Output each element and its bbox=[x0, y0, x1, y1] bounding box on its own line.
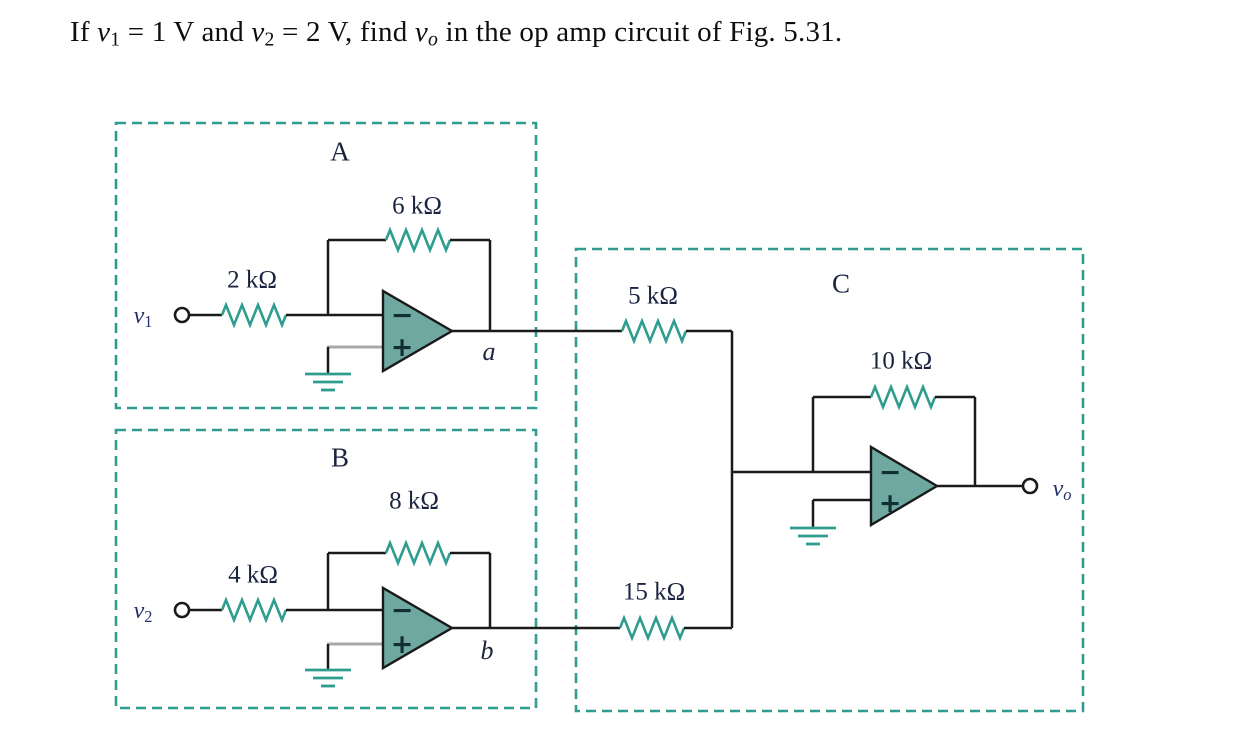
resistor-r5-label: 5 kΩ bbox=[628, 282, 678, 310]
block-c-label: C bbox=[831, 268, 851, 299]
block-a-label: A bbox=[330, 136, 350, 167]
ground-c-icon bbox=[790, 526, 836, 546]
v2-label: v2 bbox=[133, 597, 153, 626]
block-b-label: B bbox=[330, 442, 350, 473]
ground-a-icon bbox=[305, 372, 351, 392]
resistor-rin-b bbox=[220, 596, 288, 624]
block-a-circuit: − + bbox=[173, 226, 622, 392]
terminal-v2 bbox=[173, 601, 191, 619]
v1-label: v1 bbox=[133, 302, 153, 331]
problem-statement: If v1 = 1 V and v2 = 2 V, find vo in the… bbox=[70, 16, 843, 51]
resistor-rfb-c bbox=[869, 383, 937, 411]
resistor-rin-b-label: 4 kΩ bbox=[228, 561, 278, 589]
block-c-outline bbox=[574, 247, 1085, 713]
node-b-label: b bbox=[480, 636, 494, 665]
plus-input-icon: + bbox=[879, 488, 902, 519]
opamp-a bbox=[381, 288, 455, 374]
resistor-rfb-a bbox=[384, 226, 452, 254]
ground-b-icon bbox=[305, 668, 351, 688]
block-b-outline bbox=[114, 428, 538, 710]
resistor-rfb-b-label: 8 kΩ bbox=[389, 487, 439, 515]
block-c-circuit: − + bbox=[618, 317, 1039, 642]
minus-input-icon: − bbox=[879, 457, 902, 488]
resistor-rfb-c-label: 10 kΩ bbox=[869, 347, 933, 375]
resistor-rfb-b bbox=[384, 539, 452, 567]
terminal-v1 bbox=[173, 306, 191, 324]
opamp-b bbox=[381, 585, 455, 671]
resistor-r5 bbox=[620, 317, 688, 345]
resistor-rin-a-label: 2 kΩ bbox=[227, 266, 277, 294]
resistor-rfb-a-label: 6 kΩ bbox=[392, 192, 442, 220]
plus-input-icon: + bbox=[391, 332, 414, 363]
terminal-vo bbox=[1021, 477, 1039, 495]
minus-input-icon: − bbox=[391, 300, 414, 331]
resistor-rin-a bbox=[220, 301, 288, 329]
block-a-outline bbox=[114, 121, 538, 410]
vo-label: vo bbox=[1052, 475, 1072, 504]
resistor-r15 bbox=[618, 614, 686, 642]
plus-input-icon: + bbox=[391, 629, 414, 660]
minus-input-icon: − bbox=[391, 595, 414, 626]
resistor-r15-label: 15 kΩ bbox=[622, 578, 686, 606]
block-b-circuit: − + bbox=[173, 539, 620, 688]
node-a-label: a bbox=[482, 337, 496, 366]
opamp-c bbox=[869, 444, 940, 528]
